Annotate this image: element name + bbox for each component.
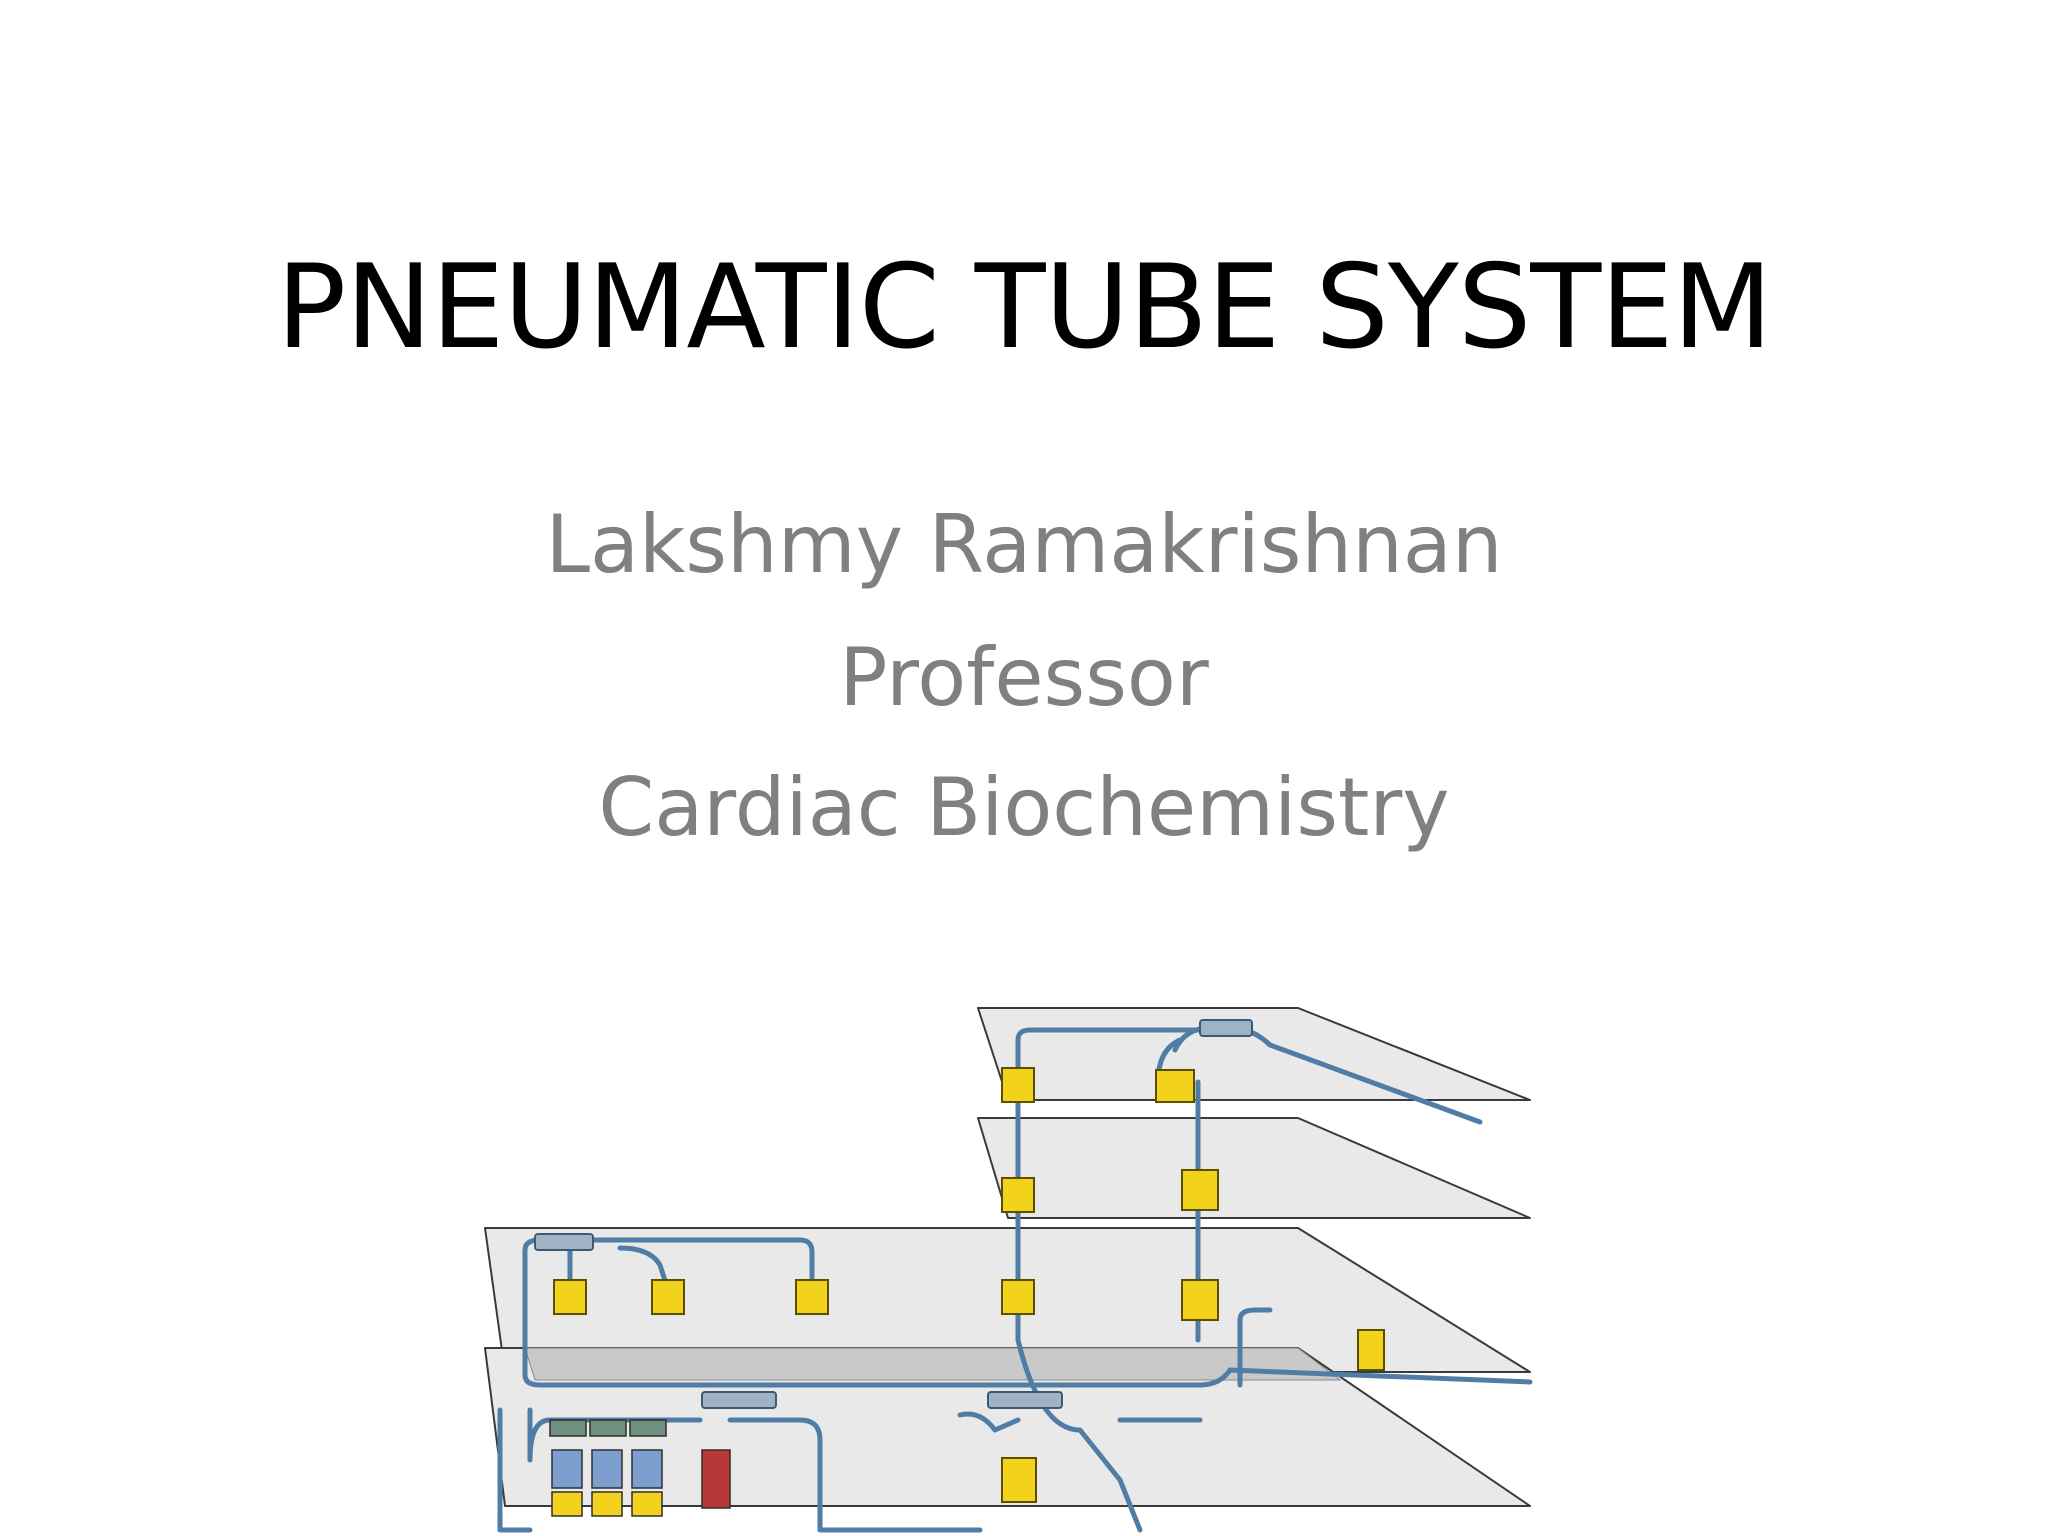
station bbox=[1001, 1457, 1037, 1503]
station bbox=[1181, 1169, 1219, 1211]
ground-corridor bbox=[524, 1347, 1342, 1381]
floor-plane-top bbox=[977, 1007, 1531, 1101]
central-units bbox=[549, 1419, 731, 1517]
station bbox=[1001, 1177, 1035, 1213]
station bbox=[1357, 1329, 1385, 1371]
station bbox=[1001, 1067, 1035, 1103]
blower-unit bbox=[551, 1449, 583, 1489]
diverters bbox=[534, 1019, 1253, 1409]
station bbox=[1155, 1069, 1195, 1103]
blower-unit bbox=[631, 1491, 663, 1517]
presenter-role: Professor bbox=[839, 631, 1209, 724]
presenter-name: Lakshmy Ramakrishnan bbox=[545, 498, 1503, 591]
diverter bbox=[1199, 1019, 1253, 1037]
diverter bbox=[987, 1391, 1063, 1409]
blower-unit bbox=[631, 1449, 663, 1489]
station bbox=[553, 1279, 587, 1315]
floor-plane-third bbox=[977, 1117, 1531, 1219]
blower-unit bbox=[589, 1419, 627, 1437]
stations bbox=[553, 1067, 1385, 1503]
blower-unit bbox=[591, 1491, 623, 1517]
presenter-department: Cardiac Biochemistry bbox=[598, 761, 1450, 854]
blower-unit bbox=[549, 1419, 587, 1437]
station bbox=[1181, 1279, 1219, 1321]
pneumatic-tube-diagram-icon bbox=[484, 1007, 1533, 1533]
blower-unit bbox=[551, 1491, 583, 1517]
station bbox=[1001, 1279, 1035, 1315]
blower-unit bbox=[591, 1449, 623, 1489]
station bbox=[651, 1279, 685, 1315]
blower-unit bbox=[629, 1419, 667, 1437]
diverter bbox=[701, 1391, 777, 1409]
blower-unit bbox=[701, 1449, 731, 1509]
station bbox=[795, 1279, 829, 1315]
diverter bbox=[534, 1233, 594, 1251]
slide-title: PNEUMATIC TUBE SYSTEM bbox=[276, 240, 1772, 375]
